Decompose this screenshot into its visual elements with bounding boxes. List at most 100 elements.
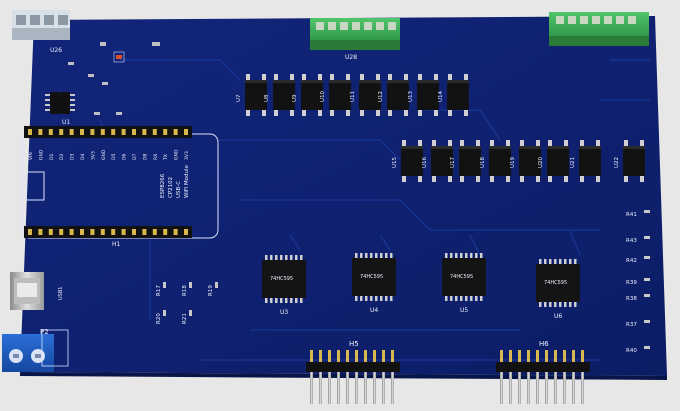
opto-label: U22 xyxy=(614,157,620,168)
module-pin-label: D5 xyxy=(111,154,117,160)
optocoupler: U17 xyxy=(450,140,481,182)
module-line-4: WiFi Module xyxy=(184,164,190,198)
ic-part-number: 74HC595 xyxy=(360,274,383,280)
module-pin-label: D7 xyxy=(132,154,138,160)
optocoupler: U18 xyxy=(480,140,511,182)
opto-row-bottom: U15 U16 U17 U18 U19 U20 U21 U22 xyxy=(392,140,645,182)
module-pin-label: D2 xyxy=(59,154,65,160)
ic-label: U6 xyxy=(554,313,562,320)
module-pin-label: TX xyxy=(163,154,169,161)
resistor-label: R39 xyxy=(626,280,637,286)
opto-label: U14 xyxy=(438,90,444,102)
resistor-label: R37 xyxy=(626,322,637,328)
label-u28: U28 xyxy=(345,54,357,61)
label-u1: U1 xyxy=(62,119,70,126)
opto-label: U18 xyxy=(480,156,486,168)
led1 xyxy=(116,55,122,59)
module-pin-label: 3V3 xyxy=(184,151,190,160)
module-pin-label: D6 xyxy=(122,154,128,160)
resistor-label: R21 xyxy=(182,313,188,324)
pcb-traces xyxy=(59,59,650,361)
label-u26: U26 xyxy=(50,47,62,54)
ic-label: U5 xyxy=(460,307,468,314)
opto-label: U16 xyxy=(422,156,428,168)
module-pin-label: VIN xyxy=(28,152,34,160)
module-pin-label: D3 xyxy=(70,154,76,160)
ic-label: U3 xyxy=(280,309,288,316)
optocoupler: U11 xyxy=(350,74,381,116)
module-pin-label: GND xyxy=(38,149,44,160)
module-text: ESP8266 CP2102 USB-C WiFi Module xyxy=(160,164,190,198)
module-pin-label: D8 xyxy=(142,154,148,160)
optocoupler: U20 xyxy=(538,140,569,182)
optocoupler: U15 xyxy=(392,140,423,182)
module-pin-label: 3V3 xyxy=(90,151,96,160)
module-pin-label: D4 xyxy=(80,154,86,160)
module-pin-label: GND xyxy=(101,149,107,160)
terminal-right xyxy=(549,12,649,46)
opto-label: U21 xyxy=(570,157,576,168)
resistor-label: R40 xyxy=(626,348,637,354)
misc-components: U1 xyxy=(45,42,160,126)
resistor-label: R19 xyxy=(208,285,214,296)
resistor-label: R38 xyxy=(626,296,637,302)
opto-label: U11 xyxy=(350,91,356,102)
usb-connector: USB1 xyxy=(10,272,64,310)
optocoupler: U7 xyxy=(236,74,267,116)
optocoupler: U10 xyxy=(320,74,351,116)
resistor-label: R42 xyxy=(626,258,637,264)
optocoupler: U13 xyxy=(408,74,439,116)
terminal-p2: P2 xyxy=(2,328,69,372)
label-p2: P2 xyxy=(40,328,49,336)
header-h5: H5 xyxy=(306,340,400,404)
opto-label: U8 xyxy=(264,94,270,102)
opto-label: U15 xyxy=(392,156,398,168)
opto-label: U19 xyxy=(510,156,516,168)
module-line-2: CP2102 xyxy=(168,177,174,198)
module-pin-label: D1 xyxy=(49,154,55,160)
module-pin-label: GND xyxy=(174,149,180,160)
resistor-label: R41 xyxy=(626,212,637,218)
ic-part-number: 74HC595 xyxy=(544,280,567,286)
pcb-board-edge xyxy=(20,372,667,380)
terminal-u26: U26 xyxy=(12,10,70,54)
optocoupler: U8 xyxy=(264,74,295,116)
module-line-3: USB-C xyxy=(176,181,182,198)
ic-part-number: 74HC595 xyxy=(450,274,473,280)
opto-label: U17 xyxy=(450,156,456,168)
opto-label: U10 xyxy=(320,90,326,102)
optocoupler: U12 xyxy=(378,74,409,116)
optocoupler: U14 xyxy=(438,74,469,116)
optocoupler: U21 xyxy=(570,140,601,182)
label-h1: H1 xyxy=(112,241,121,248)
opto-label: U20 xyxy=(538,156,544,168)
optocoupler: U9 xyxy=(292,74,323,116)
ic-label: U4 xyxy=(370,307,378,314)
opto-label: U7 xyxy=(236,94,242,102)
resistor-label: R20 xyxy=(156,313,162,324)
opto-label: U9 xyxy=(292,94,298,102)
header-label: H5 xyxy=(349,340,359,348)
header-label: H6 xyxy=(539,340,549,348)
resistor-label: R43 xyxy=(626,238,637,244)
resistor-label: R18 xyxy=(182,285,188,296)
module-line-1: ESP8266 xyxy=(160,173,166,198)
label-usb: USB1 xyxy=(58,287,64,300)
header-h6: H6 xyxy=(496,340,590,404)
optocoupler: U19 xyxy=(510,140,541,182)
esp-module: VIN GND D1 D2 D3 D4 3V3 GND D5 D6 D7 D8 RX TX GND 3V3 E… xyxy=(21,126,219,248)
optocoupler: U22 xyxy=(614,140,645,182)
resistor-label: R17 xyxy=(156,285,162,296)
pcb-board xyxy=(20,16,667,376)
terminal-u28: U28 xyxy=(310,18,400,61)
module-pin-label: RX xyxy=(153,154,159,160)
ic-part-number: 74HC595 xyxy=(270,276,293,282)
